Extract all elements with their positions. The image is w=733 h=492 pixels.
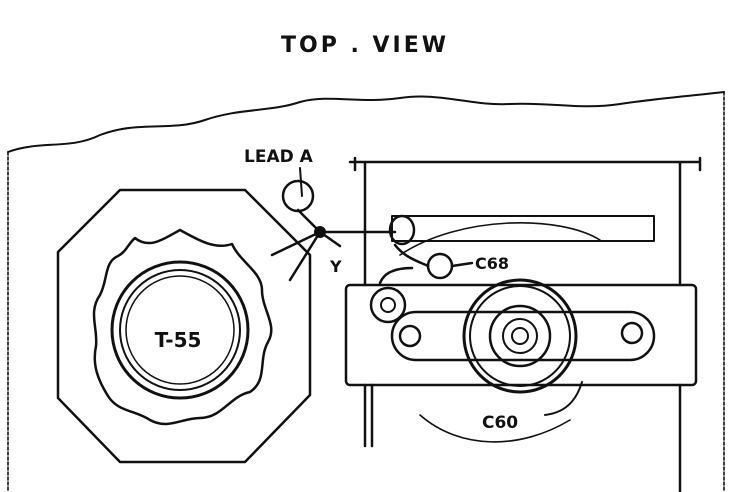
c60-leader <box>544 381 583 416</box>
c60-can-center <box>511 327 529 345</box>
c60-can-inner <box>502 318 538 354</box>
strap-right-hole <box>620 321 644 345</box>
left-rivet-hole <box>380 297 396 313</box>
left-rivet <box>369 286 407 324</box>
t55-inner-ring <box>119 269 241 391</box>
chassis-torn-edge <box>7 91 725 153</box>
c68-leads <box>378 243 474 285</box>
lead-a-lug <box>281 179 315 213</box>
mounting-bracket <box>348 156 702 287</box>
lower-legs <box>363 383 682 492</box>
diagram-title: TOP . VIEW <box>281 33 449 58</box>
strap-left-hole <box>398 324 422 348</box>
label-t55: T-55 <box>155 328 202 352</box>
junction-leads <box>270 208 397 282</box>
t55-core <box>125 275 235 385</box>
label-y: Y <box>329 257 342 276</box>
terminal-lug <box>388 214 416 246</box>
terminal-strip <box>391 215 655 242</box>
mounting-plate <box>344 283 698 387</box>
chassis-border <box>7 91 725 492</box>
swing-arc <box>399 222 601 256</box>
c60-can-outer <box>462 278 578 394</box>
c68-capacitor <box>426 252 454 280</box>
c60-can-mid <box>488 304 552 368</box>
label-lead-a: LEAD A <box>244 147 314 167</box>
t55-outer-ring <box>110 260 250 400</box>
c60-can-rim <box>469 285 571 387</box>
t55-can-octagon <box>56 188 312 464</box>
slotted-strap <box>390 310 656 362</box>
label-c68: C68 <box>475 254 509 273</box>
label-c60: C60 <box>482 413 518 433</box>
lead-a-arrow <box>299 167 303 197</box>
t55-scalloped-nut <box>92 228 273 426</box>
lower-swing-arc <box>419 414 571 443</box>
